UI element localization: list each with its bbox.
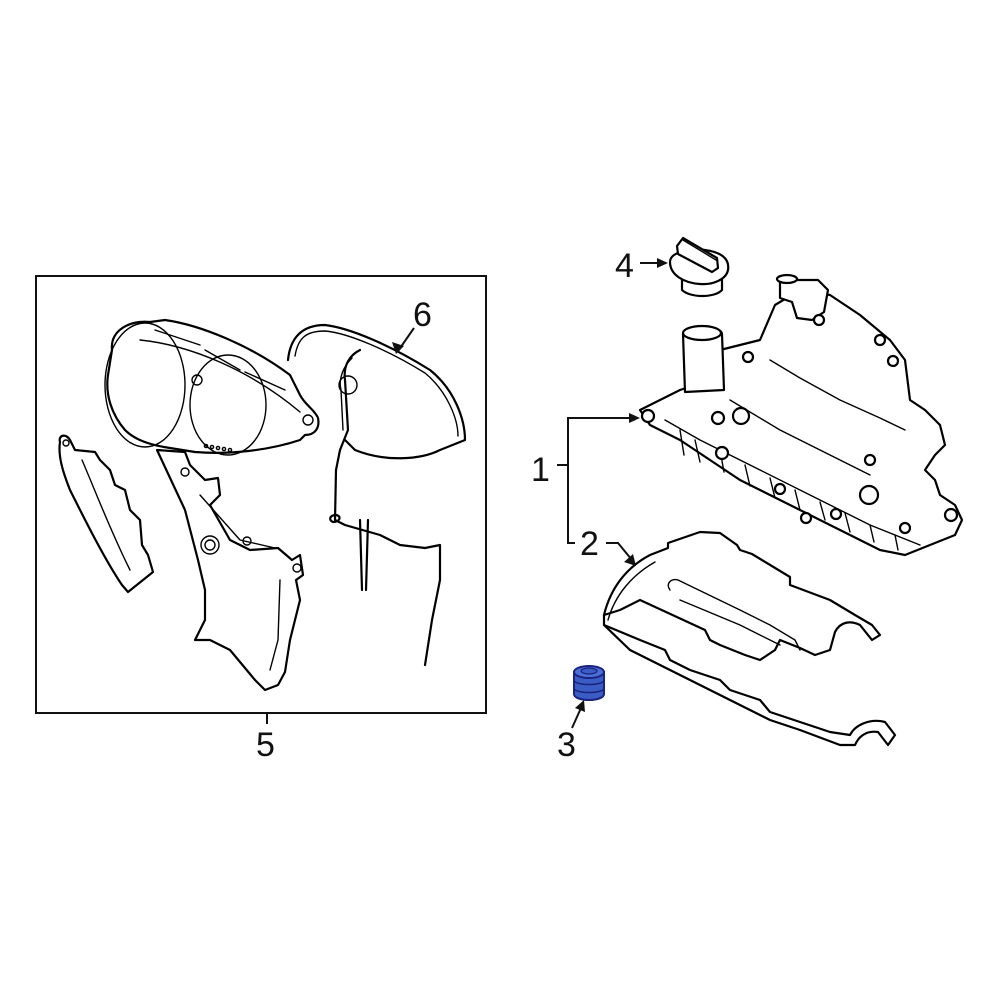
callout-1-arrowhead [629, 413, 640, 423]
callout-number-6[interactable]: 6 [413, 296, 432, 334]
timing-cover-group-box [35, 275, 487, 714]
timing-cover-gasket-part[interactable] [286, 323, 467, 667]
grommet-part-highlighted[interactable] [573, 665, 605, 701]
valve-cover-gasket-part[interactable] [602, 530, 897, 747]
callout-3-leader [571, 707, 582, 729]
callout-3-arrowhead [575, 700, 585, 712]
callout-number-3[interactable]: 3 [557, 726, 576, 764]
vent-dots [203, 443, 233, 453]
callout-6-arrowhead [392, 342, 404, 354]
callout-number-4[interactable]: 4 [615, 247, 634, 285]
callout-4-arrowhead [657, 258, 668, 268]
timing-cover-part[interactable] [58, 318, 320, 692]
callout-number-2[interactable]: 2 [580, 525, 599, 563]
valve-cover-part[interactable] [638, 273, 964, 557]
callout-1-bracket [567, 417, 634, 544]
oil-filler-cap-part[interactable] [668, 236, 730, 298]
callout-2-arrowhead [624, 554, 636, 566]
callout-2-leader [606, 542, 633, 561]
callout-number-1[interactable]: 1 [531, 451, 550, 489]
callout-number-5[interactable]: 5 [256, 726, 275, 764]
